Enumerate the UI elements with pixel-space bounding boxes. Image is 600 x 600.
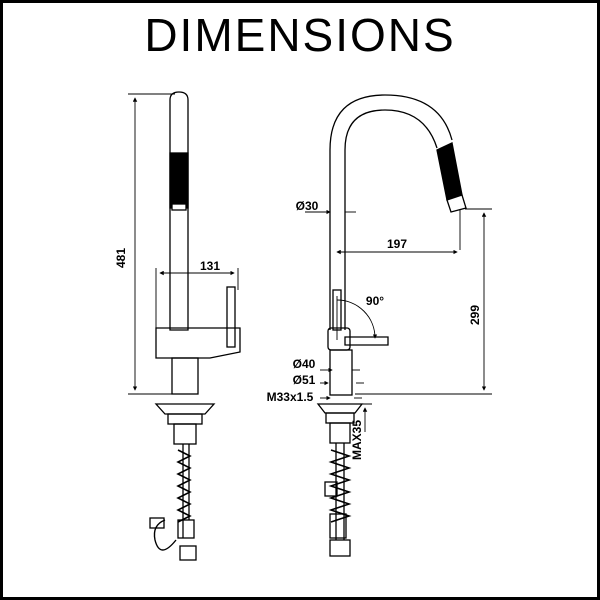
spout-height-label: 299 [468, 305, 482, 325]
reach-side-label: 131 [200, 259, 220, 273]
height-total-label: 481 [114, 248, 128, 268]
page-title: DIMENSIONS [144, 9, 456, 61]
base-diameter-label: Ø40 [293, 357, 316, 371]
front-dimensions [305, 208, 492, 432]
rotation-label: 90° [366, 294, 384, 308]
front-view [316, 94, 467, 557]
faucet-body [155, 327, 241, 359]
side-lever [226, 286, 236, 348]
side-view [149, 91, 241, 561]
pipe-diameter-label: Ø30 [296, 199, 319, 213]
spray-head-grip [436, 142, 463, 201]
spout-tube [169, 91, 189, 331]
flange-diameter-label: Ø51 [293, 373, 316, 387]
side-dimensions [128, 93, 239, 395]
thread-label: M33x1.5 [267, 390, 314, 404]
front-body [327, 327, 351, 351]
max-thickness-label: MAX35 [350, 420, 364, 460]
gooseneck-outer [329, 94, 453, 330]
spray-grip [169, 152, 189, 209]
gooseneck-inner [344, 109, 438, 330]
base-column [171, 357, 199, 395]
mounting-plate [154, 403, 216, 415]
spout-reach-label: 197 [387, 237, 407, 251]
front-lever [344, 336, 389, 346]
